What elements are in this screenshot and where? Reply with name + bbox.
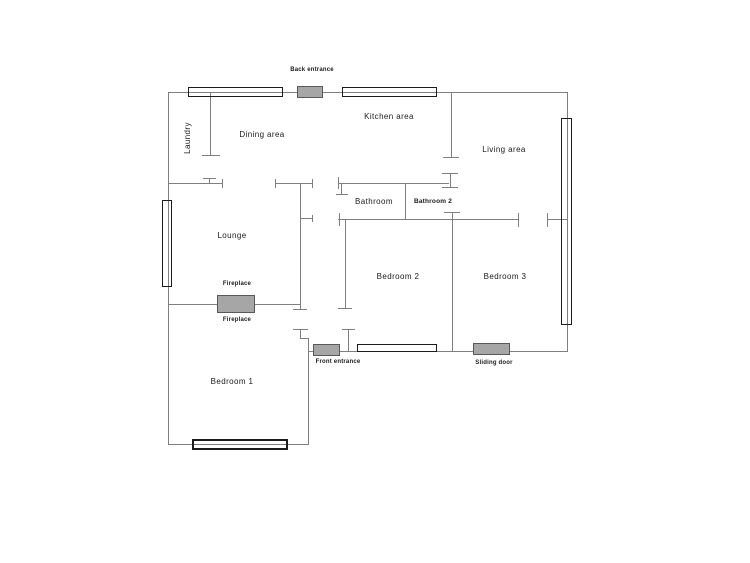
wall-lounge-bottom-right	[255, 304, 300, 305]
wall-bathroom-end	[450, 173, 451, 188]
wall-bedroom2-left	[345, 219, 346, 309]
wall-bedroom2-left-cap	[338, 308, 352, 309]
room-label-dining: Dining area	[239, 130, 285, 139]
front-entrance-door	[313, 344, 340, 356]
wall-bathroom-end-cap-top	[442, 173, 458, 174]
wall-lounge-top-right	[275, 183, 312, 184]
window-front	[357, 344, 437, 352]
wall-bedroom-divider-cap	[444, 212, 460, 213]
wall-tick	[547, 213, 548, 227]
label-back-entrance: Back entrance	[290, 67, 334, 73]
wall-lounge-bottom-left	[168, 304, 217, 305]
label-sliding-door: Sliding door	[475, 360, 513, 366]
wall-step	[300, 338, 309, 339]
room-label-kitchen: Kitchen area	[364, 112, 414, 121]
room-label-bedroom3: Bedroom 3	[483, 272, 527, 281]
window-top-right	[342, 87, 437, 97]
wall-door-swing	[209, 178, 210, 184]
wall-tick	[312, 215, 313, 222]
fireplace	[217, 295, 255, 313]
wall-laundry-divider	[210, 92, 211, 155]
wall-bottom-main	[308, 351, 567, 352]
wall-tick	[339, 213, 340, 226]
room-label-lounge: Lounge	[217, 231, 247, 240]
label-fireplace-upper: Fireplace	[222, 281, 252, 287]
label-fireplace-lower: Fireplace	[222, 317, 252, 323]
wall-bathroom-hinge	[341, 183, 342, 195]
room-label-living: Living area	[482, 145, 526, 154]
wall-left	[168, 92, 169, 445]
room-label-laundry: Laundry	[183, 122, 192, 154]
wall-mid-left	[338, 219, 518, 220]
window-right	[561, 118, 572, 325]
window-bedroom1	[192, 439, 288, 450]
wall-lounge-top-left	[168, 183, 222, 184]
wall-kitchen-living-divider	[451, 92, 452, 157]
wall-bathroom-end-cap-bottom	[442, 187, 458, 188]
wall-right	[567, 92, 568, 352]
wall-bathroom-top	[338, 183, 449, 184]
wall-bathroom-divider	[405, 183, 406, 220]
wall-tick	[518, 213, 519, 227]
wall-mid-right	[547, 219, 567, 220]
wall-lounge-right	[300, 183, 301, 310]
wall-tick	[338, 177, 339, 189]
wall-lounge-right-cap	[293, 309, 307, 310]
wall-front-door-swing-right	[348, 329, 349, 352]
wall-tick	[312, 179, 313, 188]
room-label-bathroom2: Bathroom 2	[413, 197, 453, 205]
wall-bathroom-hinge-cap	[336, 194, 348, 195]
wall-top	[168, 92, 567, 93]
wall-kitchen-living-cap	[443, 157, 459, 158]
back-entrance-door	[297, 86, 323, 98]
room-label-bedroom2: Bedroom 2	[376, 272, 420, 281]
sliding-door	[473, 343, 510, 355]
wall-bottom-bedroom1	[168, 444, 309, 445]
wall-bedroom1-right	[308, 338, 309, 445]
label-front-entrance: Front entrance	[315, 359, 361, 365]
wall-lounge-door-swing	[300, 218, 312, 219]
room-label-bedroom1: Bedroom 1	[210, 377, 254, 386]
window-left	[162, 200, 172, 287]
wall-tick	[275, 179, 276, 188]
room-label-bathroom: Bathroom	[355, 197, 393, 206]
wall-bedroom-divider	[452, 212, 453, 351]
window-top-left	[188, 87, 283, 97]
wall-front-door-swing-left	[300, 329, 301, 339]
wall-laundry-cap	[202, 155, 220, 156]
wall-tick	[222, 179, 223, 188]
